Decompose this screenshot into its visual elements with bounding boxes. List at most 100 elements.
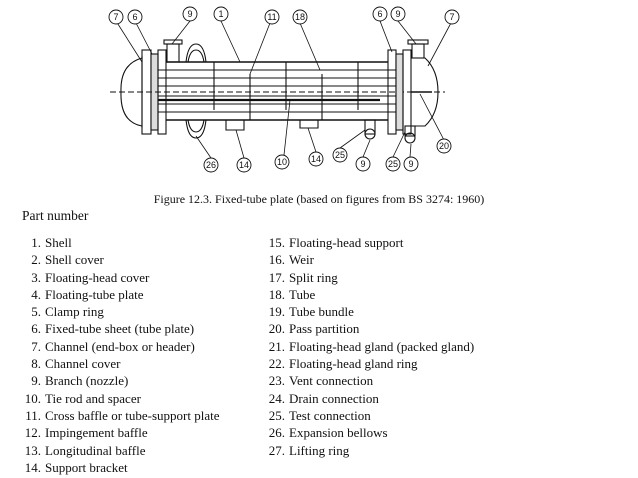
part-name: Tube: [289, 286, 316, 302]
part-number: 11.: [25, 407, 41, 423]
part-name: Drain connection: [289, 390, 379, 406]
part-item: 17.Split ring: [266, 269, 474, 286]
callout-circle: [355, 156, 371, 172]
callout-label: 11: [267, 12, 276, 22]
callout-label: 7: [113, 12, 118, 22]
part-name: Channel (end-box or header): [45, 338, 195, 354]
callout-label: 9: [408, 159, 413, 169]
callout-label: 6: [132, 12, 137, 22]
part-number: 2.: [31, 252, 41, 268]
part-number: 22.: [268, 356, 285, 372]
part-item: 23.Vent connection: [266, 372, 474, 389]
part-number: 5.: [31, 304, 41, 320]
part-name: Weir: [289, 252, 314, 268]
part-number: 19.: [268, 304, 285, 320]
part-number: 21.: [268, 338, 285, 354]
part-item: 19.Tube bundle: [266, 303, 474, 320]
part-number: 25.: [268, 407, 285, 423]
part-number: 4.: [31, 286, 41, 302]
part-name: Shell: [45, 235, 72, 250]
part-name: Longitudinal baffle: [45, 442, 146, 458]
part-item: 20.Pass partition: [266, 320, 474, 337]
callout-circle: [390, 6, 406, 22]
part-name: Shell cover: [45, 252, 104, 268]
callout-label: 1: [218, 9, 223, 19]
part-name: Vent connection: [289, 373, 374, 389]
left-top-nozzle: [166, 43, 180, 63]
part-item: 12.Impingement baffle: [22, 424, 220, 441]
part-name: Split ring: [289, 269, 338, 285]
part-item: 7.Channel (end-box or header): [22, 338, 220, 355]
part-number: 13.: [24, 442, 41, 458]
callout-circle: [108, 9, 124, 25]
part-number: 6.: [31, 321, 41, 337]
callout-circle: [332, 147, 348, 163]
part-item: 18.Tube: [266, 286, 474, 303]
callout-circle: [292, 9, 308, 25]
callout-label: 9: [360, 159, 365, 169]
callout-label: 9: [187, 9, 192, 19]
part-number: 17.: [268, 269, 285, 285]
part-item: 3.Floating-head cover: [22, 269, 220, 286]
part-name: Branch (nozzle): [45, 373, 129, 389]
part-name: Floating-tube plate: [45, 286, 144, 302]
part-item: 6.Fixed-tube sheet (tube plate): [22, 320, 220, 337]
part-name: Cross baffle or tube-support plate: [45, 407, 220, 423]
part-name: Expansion bellows: [289, 425, 388, 441]
expansion-bellows-bottom: [185, 119, 207, 139]
part-name: Floating-head cover: [45, 269, 150, 285]
part-item: 8.Channel cover: [22, 355, 220, 372]
part-name: Floating-head gland (packed gland): [289, 338, 475, 354]
callout-circle: [264, 9, 280, 25]
part-name: Test connection: [289, 407, 371, 423]
part-item: 25.Test connection: [266, 407, 474, 424]
callout-circle: [444, 9, 460, 25]
part-item: 11.Cross baffle or tube-support plate: [22, 407, 220, 424]
support-bracket: [225, 120, 245, 131]
part-name: Floating-head support: [289, 235, 404, 250]
callout-circle: [274, 154, 290, 170]
callout-circle: [236, 157, 252, 173]
part-name: Lifting ring: [289, 442, 350, 458]
part-name: Support bracket: [45, 459, 128, 475]
part-item: 24.Drain connection: [266, 390, 474, 407]
part-item: 5.Clamp ring: [22, 303, 220, 320]
part-number: 12.: [24, 425, 41, 441]
right-tube-sheet: [395, 53, 404, 131]
callout-circle: [372, 6, 388, 22]
part-item: 10.Tie rod and spacer: [22, 390, 220, 407]
part-number: 8.: [31, 356, 41, 372]
part-name: Pass partition: [289, 321, 360, 337]
parts-heading: Part number: [22, 208, 89, 223]
callout-circle: [182, 6, 198, 22]
callout-circle: [308, 151, 324, 167]
callout-circle: [127, 9, 143, 25]
part-number: 18.: [268, 286, 285, 302]
part-item: 1. Shell: [22, 234, 220, 251]
part-number: 27.: [268, 442, 285, 458]
heat-exchanger-diagram: 7 6 9 1 11 18 6 9 7 26 14 10 14 25 9 25 …: [108, 6, 460, 173]
part-name: Impingement baffle: [45, 425, 148, 441]
part-number: 20.: [268, 321, 285, 337]
part-number: 1.: [31, 235, 41, 250]
callout-circle: [213, 6, 229, 22]
part-item: 14.Support bracket: [22, 459, 220, 476]
callout-label: 14: [239, 160, 249, 170]
part-item: 4.Floating-tube plate: [22, 286, 220, 303]
callout-circle: [436, 138, 452, 154]
part-number: 15.: [268, 235, 285, 250]
part-name: Floating-head gland ring: [289, 356, 418, 372]
callout-label: 9: [395, 9, 400, 19]
callout-circle: [203, 157, 219, 173]
part-item: 27.Lifting ring: [266, 442, 474, 459]
callout-label: 14: [311, 154, 321, 164]
right-channel: [411, 57, 439, 127]
part-item: 26.Expansion bellows: [266, 424, 474, 441]
callout-label: 25: [388, 159, 398, 169]
part-item: 16.Weir: [266, 251, 474, 268]
part-number: 23.: [268, 373, 285, 389]
right-bottom-nozzle: [364, 119, 376, 135]
part-number: 24.: [268, 390, 285, 406]
